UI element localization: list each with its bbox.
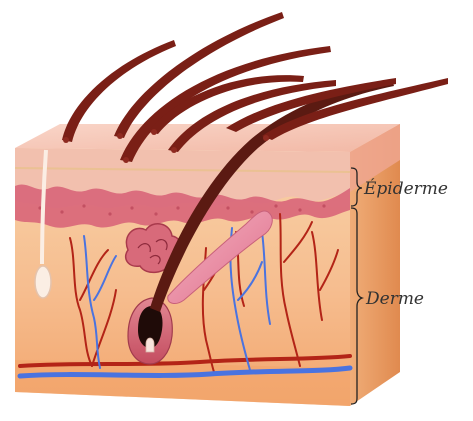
epidermis-label: Épiderme <box>363 178 448 199</box>
pore <box>171 147 177 153</box>
dermis-label: Derme <box>365 289 424 309</box>
pore <box>123 157 129 163</box>
pore <box>117 133 123 139</box>
dermal-papilla <box>146 338 154 352</box>
pore <box>63 137 69 143</box>
sweat-gland-coil <box>35 266 51 298</box>
pore <box>151 129 157 135</box>
pore <box>263 135 269 141</box>
